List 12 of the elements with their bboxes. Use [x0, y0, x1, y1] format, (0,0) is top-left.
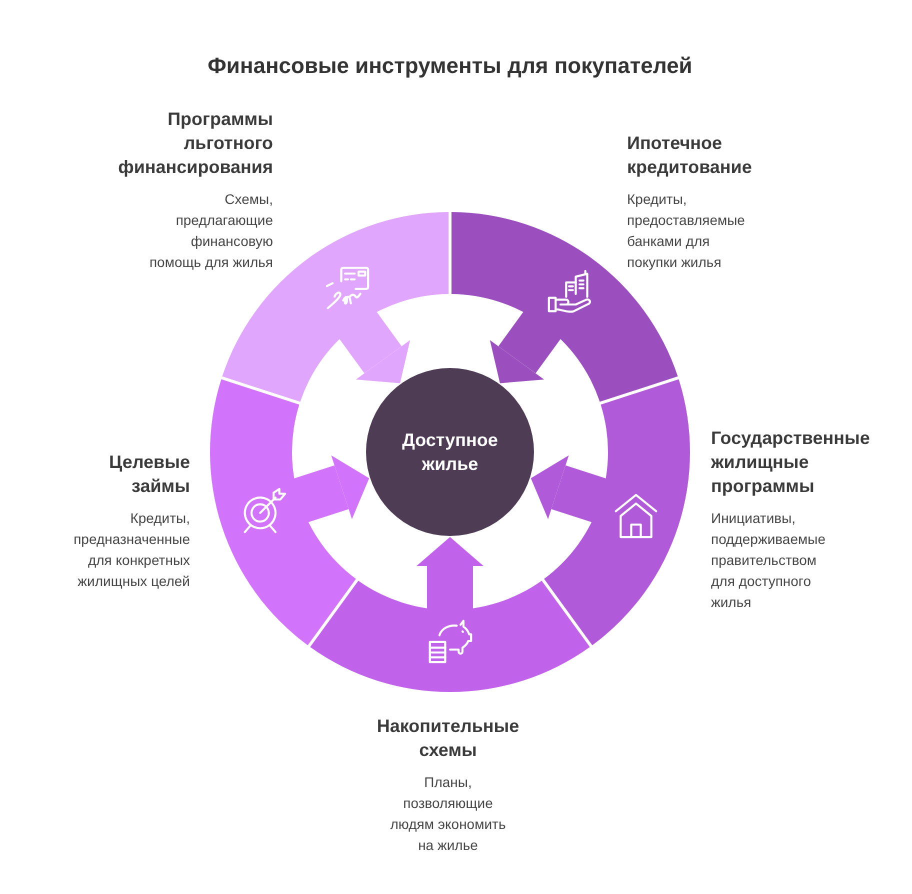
category-heading: Ипотечное кредитование — [627, 132, 753, 179]
category-description: Планы, позволяющие людям экономить на жилье — [390, 773, 506, 855]
category-description: Инициативы, поддерживаемые правительством для доступного жилья — [711, 509, 826, 612]
category-heading: Государственные жилищные программы — [711, 427, 871, 498]
diagram-title: Финансовые инструменты для покупателей — [208, 52, 692, 80]
category-description: Кредиты, предоставляемые банками для покупки жилья — [627, 190, 746, 272]
category-description: Кредиты, предназначенные для конкретных жилищных целей — [72, 509, 190, 591]
center-label: Доступное жилье — [402, 429, 498, 476]
category-heading: Программы льготного финансирования — [117, 108, 273, 179]
category-heading: Накопительные схемы — [376, 715, 520, 762]
category-description: Схемы, предлагающие финансовую помощь для жилья — [148, 190, 273, 272]
category-heading: Целевые займы — [108, 451, 190, 498]
